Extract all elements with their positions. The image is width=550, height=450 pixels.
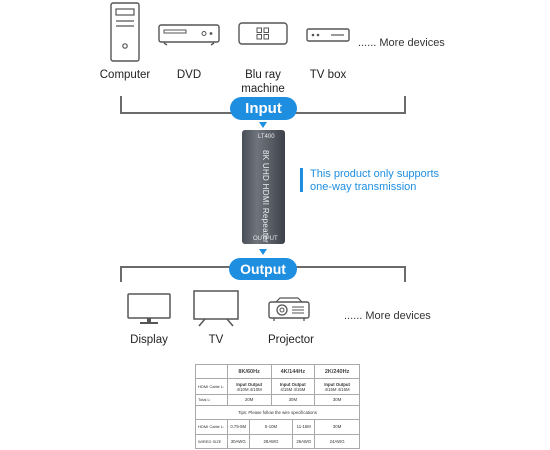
- device-label-projector: Projector: [267, 334, 315, 346]
- computer-tower-icon: [110, 2, 140, 62]
- row-label-cable-2: HDMI Cable L:: [195, 419, 228, 435]
- device-label-dvd: DVD: [176, 69, 202, 81]
- input-pill: Input: [230, 97, 297, 120]
- io-cell-2k: Input Output 4/15M 4/15M: [314, 378, 360, 395]
- io-values-2k: 4/15M 4/15M: [324, 386, 350, 392]
- repeater-output-label: OUTPUT: [253, 236, 278, 242]
- io-label-4k: Input Output: [279, 381, 306, 387]
- tv-icon: [193, 290, 239, 327]
- note-accent-bar: [300, 168, 303, 192]
- table-corner: [195, 363, 228, 380]
- more-output-devices: ...... More devices: [344, 310, 431, 322]
- wire-size-1: 30AWG: [226, 433, 250, 450]
- one-way-note: This product only supports one-way trans…: [310, 168, 439, 194]
- device-label-tv: TV: [208, 334, 224, 346]
- spec-table: 8K/60Hz 4K/144Hz 2K/240Hz HDMI Cable L: …: [195, 363, 360, 450]
- input-arrow: [259, 122, 267, 128]
- blu-ray-line-2: machine: [241, 83, 285, 95]
- wire-size-4: 24AWG: [314, 433, 360, 450]
- device-label-display: Display: [130, 334, 168, 346]
- header-8k: 8K/60Hz: [226, 363, 272, 380]
- display-monitor-icon: [127, 293, 171, 324]
- dvd-player-icon: [158, 24, 220, 46]
- cable-length-3: 11-15M: [292, 419, 316, 435]
- device-label-computer: Computer: [99, 69, 151, 81]
- cable-length-4: 30M: [314, 419, 360, 435]
- total-8k: 20M: [226, 393, 272, 406]
- repeater-top-label: LT400: [258, 134, 275, 140]
- output-arrow: [259, 249, 267, 255]
- tv-box-icon: [306, 28, 350, 42]
- wire-size-3: 26AWG: [292, 433, 316, 450]
- io-label-8k: Input Output: [236, 381, 263, 387]
- row-label-cable: HDMI Cable L:: [195, 378, 228, 395]
- cable-length-1: 0.75-5M: [226, 419, 250, 435]
- note-line-2: one-way transmission: [310, 181, 417, 193]
- header-2k: 2K/240Hz: [314, 363, 360, 380]
- blu-ray-player-icon: [238, 22, 288, 45]
- repeater-model-text: 8K UHD HDMI Repeater: [261, 150, 270, 244]
- io-cell-4k: Input Output 4/15M 4/15M: [270, 378, 316, 395]
- device-label-tv-box: TV box: [309, 69, 347, 81]
- io-cell-8k: Input Output 4/10M 4/10M: [226, 378, 272, 395]
- header-4k: 4K/144Hz: [270, 363, 316, 380]
- blu-ray-line-1: Blu ray: [245, 69, 281, 81]
- row-label-wire: WIRED SIZE: [195, 433, 228, 450]
- total-4k: 30M: [270, 393, 316, 406]
- tips-row: Tips: Please follow the wire specificati…: [195, 404, 360, 421]
- device-label-blu-ray: Blu ray machine: [230, 68, 296, 96]
- more-input-devices: ...... More devices: [358, 37, 445, 49]
- projector-icon: [268, 297, 310, 321]
- note-line-1: This product only supports: [310, 168, 440, 180]
- io-values-4k: 4/15M 4/15M: [280, 386, 306, 392]
- io-label-2k: Input Output: [324, 381, 350, 387]
- hdmi-repeater-device: [242, 130, 285, 244]
- output-pill: Output: [229, 258, 297, 280]
- cable-length-2: 5-10M: [248, 419, 294, 435]
- wire-size-2: 28AWG: [248, 433, 294, 450]
- total-2k: 30M: [314, 393, 360, 406]
- row-label-total: Total L:: [195, 393, 228, 406]
- io-values-8k: 4/10M 4/10M: [236, 386, 262, 392]
